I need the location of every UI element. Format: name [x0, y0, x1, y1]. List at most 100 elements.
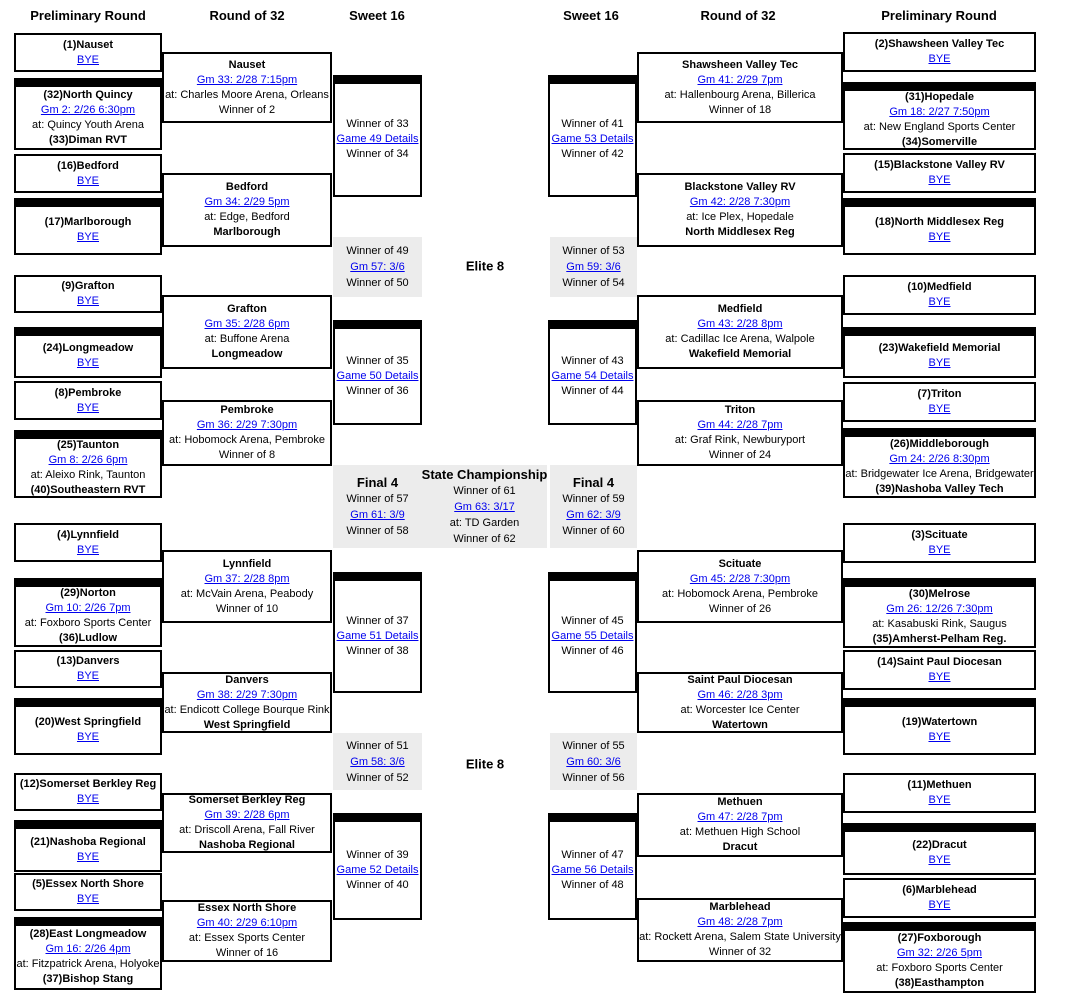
bye-link[interactable]: BYE — [76, 174, 99, 187]
winner-label: Winner of 57 — [346, 492, 409, 505]
game-link[interactable]: Gm 8: 2/26 6pm — [48, 453, 128, 466]
box-line: BYE — [77, 53, 99, 68]
game-link[interactable]: Gm 18: 2/27 7:50pm — [889, 105, 990, 118]
bye-link[interactable]: BYE — [928, 296, 951, 308]
game-link[interactable]: Game 51 Details — [336, 629, 419, 642]
game-link[interactable]: Gm 41: 2/29 7pm — [697, 73, 783, 86]
box-line: Gm 47: 2/28 7pm — [698, 810, 783, 825]
bye-link[interactable]: BYE — [928, 174, 951, 186]
game-link[interactable]: Gm 40: 2/29 6:10pm — [196, 917, 298, 929]
round-label-elite8-top: Elite 8 — [465, 258, 505, 274]
game-link[interactable]: Gm 24: 2/26 8:30pm — [889, 452, 990, 465]
box-line: (12)Somerset Berkley Reg — [20, 777, 156, 792]
box-line: (22)Dracut — [912, 838, 966, 853]
game-link[interactable]: Gm 62: 3/9 — [566, 508, 621, 521]
box-line: Gm 26: 12/26 7:30pm — [886, 602, 992, 617]
bye-link[interactable]: BYE — [76, 543, 99, 556]
winner-label: Winner of 16 — [215, 947, 279, 959]
bye-link[interactable]: BYE — [928, 231, 951, 243]
box-line: at: Hobomock Arena, Pembroke — [662, 587, 818, 602]
game-link[interactable]: Game 56 Details — [551, 863, 634, 876]
bye-link[interactable]: BYE — [928, 357, 951, 369]
game-link[interactable]: Gm 48: 2/28 7pm — [697, 916, 783, 928]
box-line: Winner of 8 — [219, 448, 275, 463]
bye-link[interactable]: BYE — [76, 893, 99, 905]
game-link[interactable]: Gm 42: 2/28 7:30pm — [689, 196, 791, 208]
box-line: Game 50 Details — [337, 369, 419, 384]
box-line: BYE — [928, 52, 950, 67]
bye-link[interactable]: BYE — [76, 231, 99, 243]
bye-link[interactable]: BYE — [928, 544, 951, 556]
bye-link[interactable]: BYE — [928, 403, 951, 415]
bye-link[interactable]: BYE — [928, 671, 951, 683]
game-link[interactable]: Gm 10: 2/26 7pm — [45, 602, 131, 614]
game-link[interactable]: Gm 16: 2/26 4pm — [45, 943, 131, 955]
game-link[interactable]: Gm 60: 3/6 — [566, 755, 621, 768]
game-link[interactable]: Gm 33: 2/28 7:15pm — [196, 73, 298, 86]
game-link[interactable]: Gm 47: 2/28 7pm — [697, 811, 783, 823]
game-link[interactable]: Gm 36: 2/29 7:30pm — [196, 419, 298, 431]
game-link[interactable]: Gm 37: 2/28 8pm — [204, 572, 290, 585]
game-link[interactable]: Gm 26: 12/26 7:30pm — [886, 602, 993, 615]
bye-link[interactable]: BYE — [76, 53, 99, 66]
team-label: (24)Longmeadow — [42, 342, 134, 354]
game-link[interactable]: Game 49 Details — [336, 133, 419, 145]
box-line: Winner of 52 — [346, 770, 408, 786]
game-link[interactable]: Game 55 Details — [551, 629, 634, 642]
box-line: Gm 60: 3/6 — [566, 754, 620, 770]
column-header-sweet16-left: Sweet 16 — [349, 8, 405, 23]
bye-link[interactable]: BYE — [928, 53, 951, 65]
bye-link[interactable]: BYE — [76, 670, 99, 682]
game-link[interactable]: Gm 45: 2/28 7:30pm — [689, 572, 791, 585]
game-link[interactable]: Gm 32: 2/26 5pm — [897, 947, 982, 959]
game-link[interactable]: Gm 63: 3/17 — [454, 500, 515, 513]
team-label: (38)Easthampton — [894, 977, 985, 989]
team-label: (25)Taunton — [56, 438, 120, 451]
venue-label: at: Rockett Arena, Salem State Universit… — [639, 931, 841, 943]
game-link[interactable]: Game 52 Details — [336, 863, 419, 876]
box-line: (6)Marblehead — [902, 883, 977, 898]
game-link[interactable]: Game 50 Details — [336, 369, 419, 382]
game-link[interactable]: Gm 34: 2/29 5pm — [204, 196, 290, 208]
game-link[interactable]: Gm 43: 2/28 8pm — [697, 318, 783, 330]
bye-link[interactable]: BYE — [76, 357, 99, 369]
game-link[interactable]: Gm 59: 3/6 — [566, 261, 621, 273]
game-link[interactable]: Game 54 Details — [551, 369, 634, 382]
bye-link[interactable]: BYE — [76, 731, 99, 743]
winner-label: Winner of 55 — [562, 739, 625, 752]
bye-link[interactable]: BYE — [928, 853, 951, 866]
game-link[interactable]: Gm 58: 3/6 — [350, 755, 405, 768]
team-label: Scituate — [718, 557, 762, 570]
box-line: BYE — [77, 401, 99, 416]
game-link[interactable]: Gm 61: 3/9 — [350, 508, 405, 521]
bye-link[interactable]: BYE — [928, 899, 951, 911]
venue-label: at: Graf Rink, Newburyport — [674, 434, 806, 446]
game-link[interactable]: Gm 46: 2/28 3pm — [697, 688, 783, 701]
game-link[interactable]: Gm 35: 2/28 6pm — [204, 318, 290, 330]
bye-link[interactable]: BYE — [76, 295, 99, 307]
team-label: (11)Methuen — [907, 779, 972, 791]
game-link[interactable]: Gm 39: 2/28 6pm — [204, 809, 290, 821]
box-line: at: Worcester Ice Center — [680, 703, 799, 718]
bye-link[interactable]: BYE — [76, 401, 99, 414]
box-line: Game 49 Details — [337, 132, 419, 147]
bye-link[interactable]: BYE — [928, 731, 951, 743]
box-line: (37)Bishop Stang — [43, 972, 133, 987]
game-link[interactable]: Gm 44: 2/28 7pm — [697, 419, 783, 431]
team-label: (16)Bedford — [57, 159, 119, 172]
box-line: Winner of 53 — [562, 243, 624, 259]
box-line: BYE — [77, 543, 99, 558]
game-link[interactable]: Gm 2: 2/26 6:30pm — [40, 103, 136, 116]
game-link[interactable]: Gm 57: 3/6 — [350, 261, 405, 273]
winner-label: Winner of 24 — [708, 449, 772, 461]
bye-link[interactable]: BYE — [76, 850, 99, 863]
box-line: Gm 46: 2/28 3pm — [698, 688, 783, 703]
game-link[interactable]: Game 53 Details — [551, 133, 634, 145]
bye-link[interactable]: BYE — [76, 793, 99, 805]
game-link[interactable]: Gm 38: 2/29 7:30pm — [196, 688, 298, 701]
bye-link[interactable]: BYE — [928, 794, 951, 806]
venue-label: at: Methuen High School — [679, 826, 801, 838]
